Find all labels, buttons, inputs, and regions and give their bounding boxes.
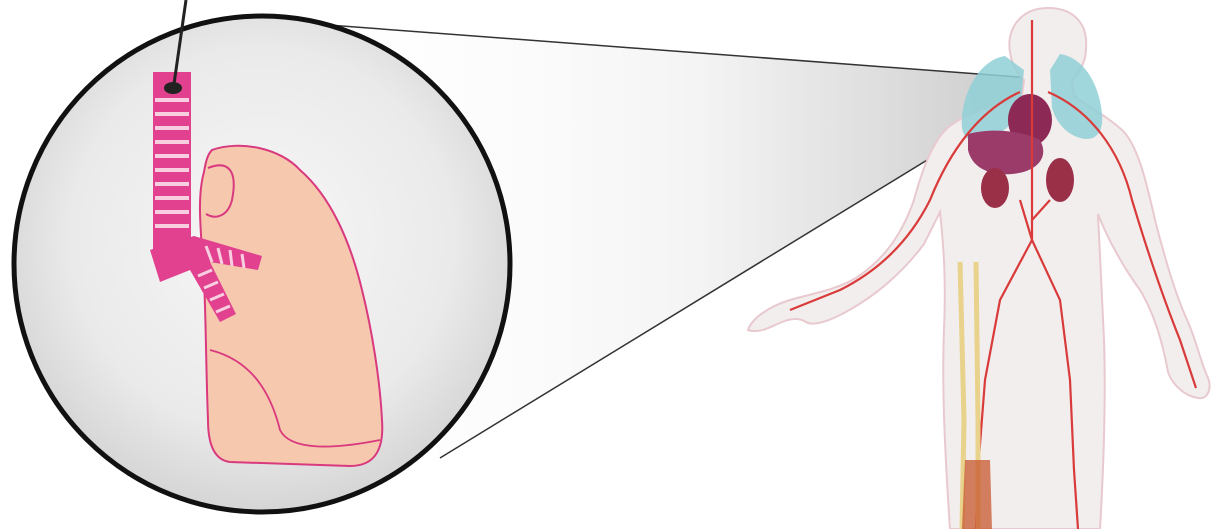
body-kidney-left [981,168,1009,208]
body-leg-muscle [962,460,992,529]
body-kidney-right [1046,158,1074,202]
